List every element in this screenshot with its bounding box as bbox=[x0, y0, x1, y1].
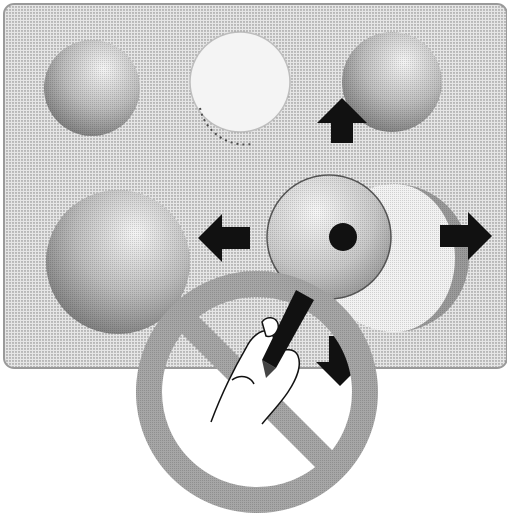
disc-center-hole bbox=[329, 223, 357, 251]
well-top-left bbox=[44, 40, 140, 136]
